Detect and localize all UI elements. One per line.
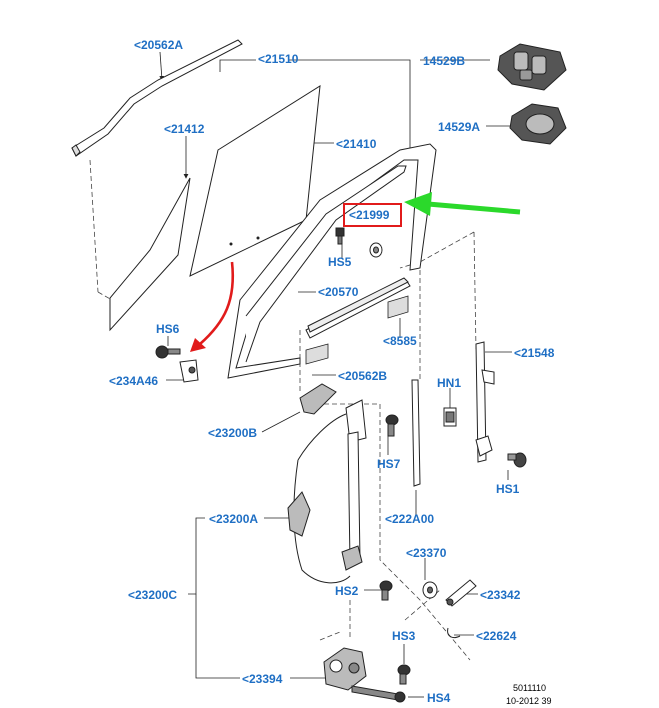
label-23200A[interactable]: <23200A	[209, 512, 259, 526]
label-HS4[interactable]: HS4	[427, 691, 451, 705]
green-arrow-shaft	[427, 201, 521, 215]
regulator-motor	[323, 647, 411, 703]
bracket-234A46	[155, 345, 199, 383]
label-HS1[interactable]: HS1	[496, 482, 520, 496]
label-14529B[interactable]: 14529B	[423, 54, 466, 68]
label-20562B[interactable]: <20562B	[338, 369, 388, 383]
label-23200B[interactable]: <23200B	[208, 426, 258, 440]
label-HS5[interactable]: HS5	[328, 255, 352, 269]
bolt-hs7	[385, 414, 399, 437]
diagram-code: 5011110	[513, 683, 547, 693]
label-HS3[interactable]: HS3	[392, 629, 416, 643]
leader-lines	[159, 51, 512, 698]
window-regulator	[287, 383, 367, 584]
glass-run-222A00	[411, 379, 421, 487]
label-21412[interactable]: <21412	[164, 122, 205, 136]
label-HN1[interactable]: HN1	[437, 376, 462, 390]
bolt-hs1	[507, 452, 527, 468]
small-hardware	[379, 579, 477, 639]
window-switch-a	[509, 103, 567, 145]
label-23342[interactable]: <23342	[480, 588, 521, 602]
label-14529A[interactable]: 14529A	[438, 120, 481, 134]
label-HS6[interactable]: HS6	[156, 322, 180, 336]
diagram-date: 10-2012 39	[506, 696, 552, 706]
clip-hn1	[443, 407, 457, 427]
label-23200C[interactable]: <23200C	[128, 588, 178, 602]
red-arrow-head	[190, 338, 206, 352]
red-curved-arrow	[199, 261, 235, 345]
label-21999[interactable]: <21999	[349, 208, 390, 222]
label-222A00[interactable]: <222A00	[385, 512, 435, 526]
label-22624[interactable]: <22624	[476, 629, 517, 643]
bolt-hs5	[335, 227, 383, 258]
quarter-glass	[109, 177, 191, 332]
window-switch-b	[497, 43, 567, 91]
label-20570[interactable]: <20570	[318, 285, 359, 299]
label-21410[interactable]: <21410	[336, 137, 377, 151]
outer-belt-strip	[71, 39, 243, 157]
highlight-box-21999	[343, 203, 402, 227]
label-20562A[interactable]: <20562A	[134, 38, 184, 52]
label-21548[interactable]: <21548	[514, 346, 555, 360]
label-HS7[interactable]: HS7	[377, 457, 401, 471]
green-arrow-head	[404, 192, 432, 216]
label-8585[interactable]: <8585	[383, 334, 417, 348]
adhesive-pads	[305, 295, 409, 365]
label-23394[interactable]: <23394	[242, 672, 283, 686]
label-234A46[interactable]: <234A46	[109, 374, 159, 388]
rear-run-channel	[475, 341, 495, 463]
label-21510[interactable]: <21510	[258, 52, 299, 66]
door-frame-channel	[227, 143, 437, 379]
label-HS2[interactable]: HS2	[335, 584, 359, 598]
label-23370[interactable]: <23370	[406, 546, 447, 560]
inner-belt-strip	[305, 277, 411, 339]
